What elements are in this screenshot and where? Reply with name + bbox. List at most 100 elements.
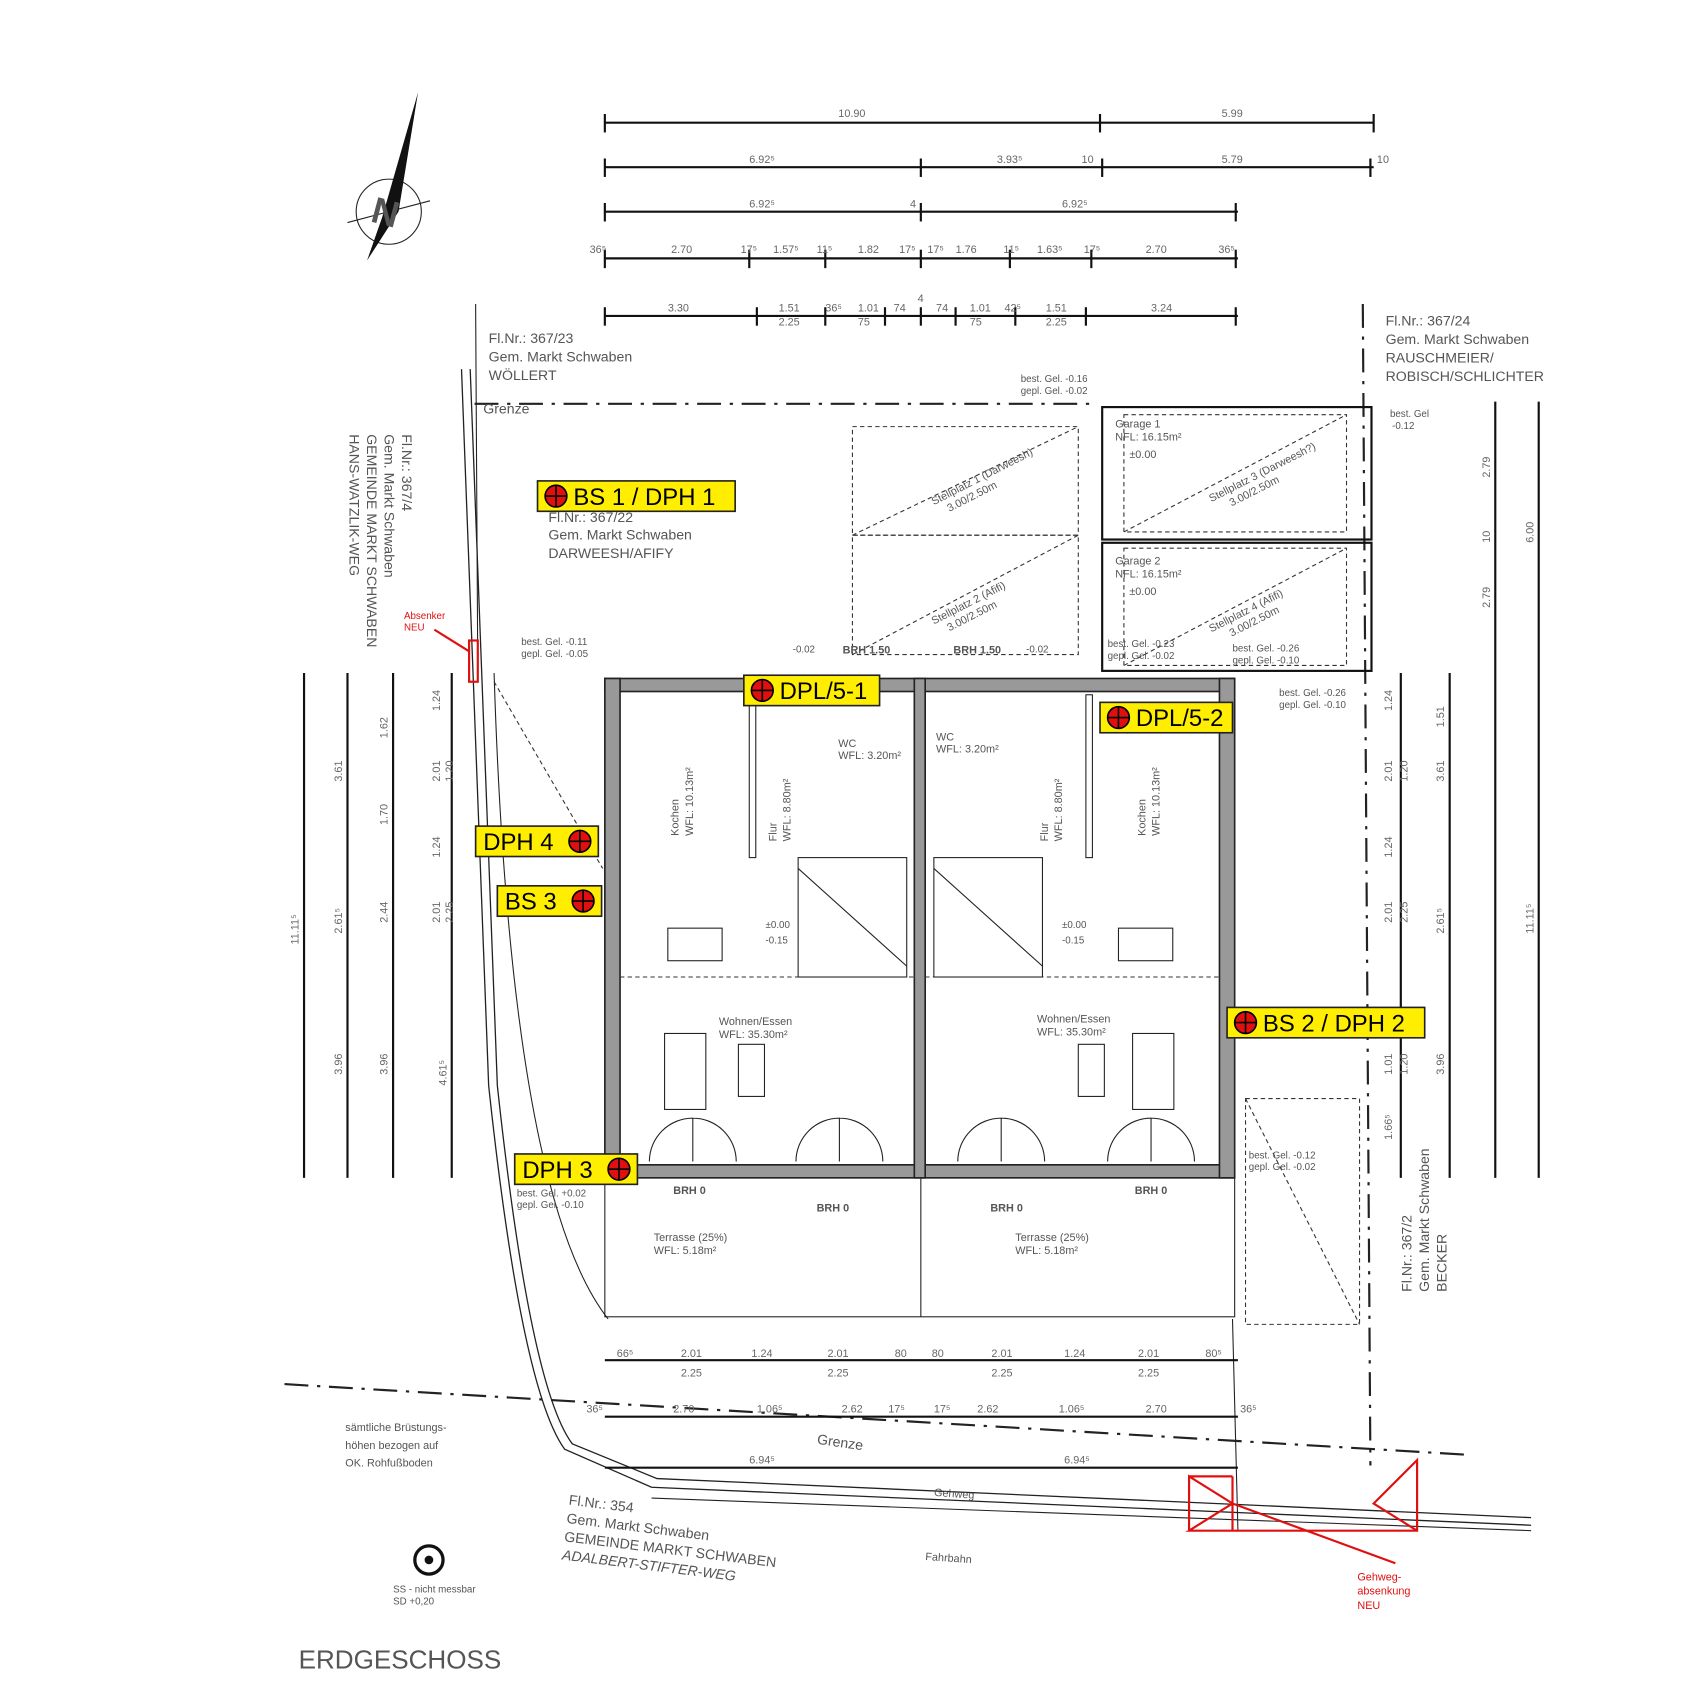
- dim-label: 74: [894, 303, 906, 315]
- dim-label: 3.30: [668, 303, 689, 315]
- dim-label: 1.20: [444, 761, 456, 782]
- dim-label: 1.01: [970, 303, 991, 315]
- dim-label: 36⁵: [825, 303, 842, 315]
- level-label: gepl. Gel. -0.02: [1108, 651, 1175, 662]
- dimension-lines-top: 10.90 5.99 6.92⁵ 3.93⁵ 10 5.79 10 6.92⁵ …: [590, 108, 1389, 328]
- dim-label: 2.01: [1383, 902, 1395, 923]
- dim-label: 17⁵: [888, 1403, 905, 1415]
- room-garage2-name: Garage 2: [1115, 555, 1160, 567]
- dim-label: 2.01: [1383, 761, 1395, 782]
- test-point-marker[interactable]: BS 1 / DPH 1: [536, 480, 736, 513]
- dim-label: 1.24: [431, 836, 443, 857]
- test-point-marker[interactable]: DPH 3: [513, 1153, 639, 1186]
- dim-label: 2.01: [681, 1348, 702, 1360]
- level-label: gepl. Gel. -0.02: [1021, 386, 1088, 397]
- dim-label: 2.61⁵: [1435, 908, 1447, 934]
- dim-label: 36⁵: [1240, 1403, 1257, 1415]
- level-label: -0.15: [1062, 935, 1085, 946]
- room-garage2-area: NFL: 16.15m²: [1115, 569, 1182, 581]
- test-point-marker[interactable]: DPL/5-1: [743, 674, 881, 707]
- dim-label: 1.20: [1398, 761, 1410, 782]
- dim-label: 75: [858, 317, 870, 329]
- parcel-municipality: Gem. Markt Schwaben: [489, 348, 633, 364]
- parking-label: Stellplatz 3 (Darweesh?): [1207, 441, 1318, 505]
- level-label: best. Gel. -0.26: [1279, 688, 1346, 699]
- room-area: WFL: 10.13m²: [684, 767, 696, 836]
- room-name: Terrasse (25%): [1015, 1232, 1089, 1244]
- dim-label: 36⁵: [590, 244, 607, 256]
- dim-label: 2.25: [779, 317, 800, 329]
- dim-label: 5.79: [1222, 154, 1243, 166]
- dim-label: 11⁵: [1003, 244, 1019, 256]
- dim-label: 1.51: [1046, 303, 1067, 315]
- parcel-street: HANS-WATZLIK-WEG: [347, 434, 363, 576]
- room-area: WFL: 35.30m²: [1037, 1027, 1106, 1039]
- dim-label: 6.00: [1524, 522, 1536, 543]
- curb-lowering-label: Gehweg-: [1357, 1572, 1401, 1584]
- level-label: gepl. Gel. -0.05: [521, 649, 588, 660]
- parcel-owner: WÖLLERT: [489, 366, 557, 383]
- room-area: WFL: 10.13m²: [1151, 767, 1163, 836]
- dim-label: 1.76: [956, 244, 977, 256]
- parcel-number: Fl.Nr.: 367/24: [1386, 313, 1471, 329]
- level-label: gepl. Gel. -0.10: [517, 1200, 584, 1211]
- dim-label: 1.82: [858, 244, 879, 256]
- level-label: best. Gel. -0.26: [1232, 643, 1299, 654]
- dim-label: 2.01: [431, 761, 443, 782]
- dim-label: 2.79: [1481, 457, 1493, 478]
- curb-lowering-label: absenkung: [1357, 1586, 1410, 1598]
- dim-label: 1.01: [1383, 1054, 1395, 1075]
- level-label: best. Gel. -0.23: [1108, 639, 1175, 650]
- test-point-marker[interactable]: DPH 4: [474, 825, 600, 858]
- crosshair-icon: [1233, 1010, 1258, 1035]
- dim-label: 17⁵: [1084, 244, 1101, 256]
- level-label: ±0.00: [1062, 920, 1087, 931]
- marker-label: BS 3: [505, 889, 557, 916]
- parcel-number: Fl.Nr.: 367/2: [1399, 1215, 1415, 1292]
- parcel-municipality: Gem. Markt Schwaben: [1416, 1148, 1432, 1291]
- level-label: best. Gel. -0.12: [1249, 1150, 1316, 1161]
- dim-label: 2.79: [1481, 587, 1493, 608]
- test-point-marker[interactable]: DPL/5-2: [1099, 701, 1234, 734]
- measurement-point-icon: [413, 1544, 445, 1576]
- level-label: best. Gel: [1390, 409, 1429, 420]
- crosshair-icon: [750, 678, 774, 703]
- marker-label: DPL/5-2: [1136, 705, 1224, 732]
- dim-label: 36⁵: [586, 1403, 603, 1415]
- parcel-number: Fl.Nr.: 354: [568, 1492, 635, 1516]
- room-area: WFL: 8.80m²: [1053, 778, 1065, 841]
- test-point-marker[interactable]: BS 3: [496, 885, 603, 918]
- dim-label: 1.24: [1383, 836, 1395, 857]
- level-label: ±0.00: [1129, 586, 1156, 598]
- sill-height: BRH 0: [673, 1185, 706, 1197]
- dim-label: 2.61⁵: [333, 908, 345, 934]
- marker-label: BS 2 / DPH 2: [1263, 1010, 1405, 1037]
- dim-label: 66⁵: [617, 1348, 634, 1360]
- parcel-owner: DARWEESH/AFIFY: [548, 545, 674, 561]
- dim-label: 17⁵: [927, 244, 944, 256]
- room-area: WFL: 3.20m²: [936, 743, 999, 755]
- dim-label: 1.20: [1398, 1054, 1410, 1075]
- marker-label: DPL/5-1: [780, 678, 868, 705]
- road-label: Fahrbahn: [925, 1551, 972, 1566]
- marker-label: DPH 3: [522, 1157, 592, 1184]
- curb-label: NEU: [404, 623, 425, 634]
- dim-label: 2.01: [1138, 1348, 1159, 1360]
- dim-label: 2.70: [1146, 1403, 1167, 1415]
- dim-label: 2.25: [681, 1368, 702, 1380]
- dim-label: 1.57⁵: [773, 244, 799, 256]
- dim-label: 3.61: [1435, 761, 1447, 782]
- level-label: ±0.00: [766, 920, 791, 931]
- dim-label: 17⁵: [741, 244, 758, 256]
- dim-label: 1.63⁵: [1037, 244, 1063, 256]
- dim-label: 11.11⁵: [1524, 904, 1536, 934]
- dim-label: 2.70: [673, 1403, 694, 1415]
- north-label: N: [367, 189, 403, 235]
- parcel-number: Fl.Nr.: 367/22: [548, 509, 633, 525]
- level-label: best. Gel. +0.02: [517, 1188, 586, 1199]
- dim-label: 5.99: [1222, 108, 1243, 120]
- test-point-marker[interactable]: BS 2 / DPH 2: [1226, 1006, 1426, 1039]
- level-label: -0.15: [766, 935, 789, 946]
